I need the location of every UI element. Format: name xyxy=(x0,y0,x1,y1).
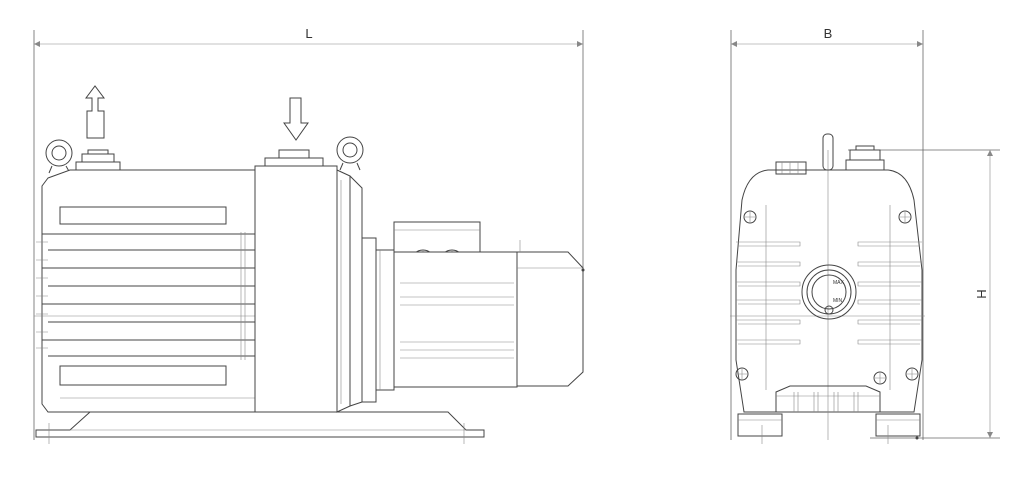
end-view-top-fittings xyxy=(775,133,885,175)
coupling-housing xyxy=(361,237,395,403)
inlet-flange xyxy=(264,149,324,167)
sight-glass-min-label: MIN xyxy=(833,298,843,304)
oil-sight-glass: MAX MIN xyxy=(801,264,857,320)
motor xyxy=(393,221,585,388)
exhaust-arrow-icon xyxy=(85,85,105,139)
base-plate xyxy=(35,411,485,444)
end-view-body xyxy=(730,150,925,440)
pump-cover xyxy=(254,165,363,413)
width-dimension: B xyxy=(730,26,924,440)
lifting-eye-right xyxy=(336,136,364,171)
intake-arrow-icon xyxy=(283,97,309,141)
end-view-feet xyxy=(737,413,921,444)
end-view: B H xyxy=(730,26,1000,444)
pump-body xyxy=(34,169,350,413)
length-dimension-label: L xyxy=(305,26,312,41)
width-dimension-label: B xyxy=(824,26,833,41)
end-view-grille xyxy=(775,385,881,412)
lifting-eye-left xyxy=(45,139,73,174)
sight-glass-max-label: MAX xyxy=(833,280,845,286)
length-dimension: L xyxy=(33,26,584,440)
side-view: L xyxy=(33,26,585,444)
height-dimension-label: H xyxy=(974,289,989,298)
